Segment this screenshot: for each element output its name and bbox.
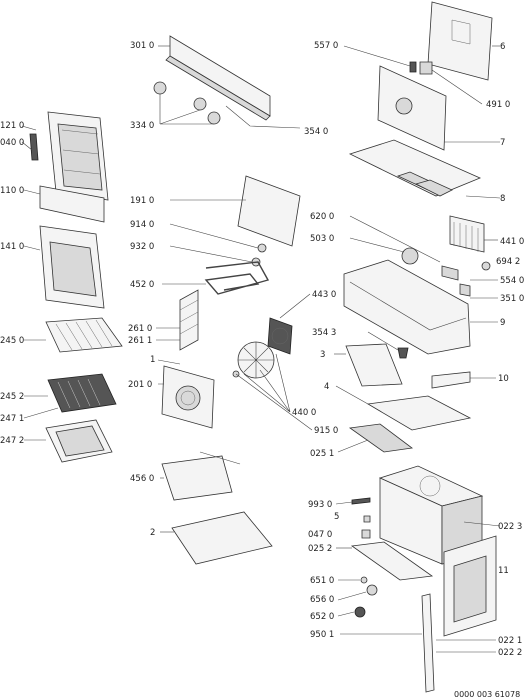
label-9: 9 <box>500 318 505 328</box>
footer-code: 0000 003 61078 <box>454 690 520 699</box>
label-2: 2 <box>150 528 155 538</box>
seal-strip <box>340 593 435 693</box>
door-frame <box>47 111 109 201</box>
part-491 <box>419 61 483 105</box>
rear-fan-cover <box>157 359 215 429</box>
label-8: 8 <box>500 194 505 204</box>
heater-element <box>162 261 270 295</box>
label-110-0: 110 0 <box>0 186 24 196</box>
label-656-0: 656 0 <box>310 595 334 605</box>
label-993-0: 993 0 <box>308 500 332 510</box>
fan-blade <box>232 341 275 379</box>
label-620-0: 620 0 <box>310 212 334 222</box>
inner-glass-panel <box>23 225 105 309</box>
grill-grate <box>23 373 117 419</box>
top-cover-8 <box>348 139 501 199</box>
label-7: 7 <box>500 138 505 148</box>
label-121-0: 121 0 <box>0 121 24 131</box>
label-022-2: 022 2 <box>498 648 522 658</box>
side-panel-6 <box>427 1 500 81</box>
rear-panel-glass <box>170 175 301 247</box>
label-443-0: 443 0 <box>312 290 336 300</box>
label-652-0: 652 0 <box>310 612 334 622</box>
heater-clips <box>169 223 267 267</box>
part-354-3 <box>367 331 409 359</box>
label-047-0: 047 0 <box>308 530 332 540</box>
lamp-parts <box>337 576 378 618</box>
label-022-1: 022 1 <box>498 636 522 646</box>
part-025-2 <box>336 541 434 581</box>
label-022-3: 022 3 <box>498 522 522 532</box>
label-491-0: 491 0 <box>486 100 510 110</box>
label-915-0: 915 0 <box>314 426 338 436</box>
part-503 <box>349 237 419 265</box>
label-354-0: 354 0 <box>304 127 328 137</box>
label-141-0: 141 0 <box>0 242 24 252</box>
label-5: 5 <box>334 512 339 522</box>
label-025-1: 025 1 <box>310 449 334 459</box>
label-503-0: 503 0 <box>310 234 334 244</box>
label-025-2: 025 2 <box>308 544 332 554</box>
side-rails <box>156 289 199 351</box>
knobs <box>153 81 301 129</box>
leader-915 <box>235 373 313 431</box>
label-440-0: 440 0 <box>292 408 316 418</box>
rear-housing-7 <box>377 65 500 151</box>
baking-tray <box>160 511 273 565</box>
part-620 <box>349 215 441 263</box>
front-frame-11 <box>443 535 497 637</box>
leader-443 <box>279 293 311 319</box>
bracket-3 <box>334 343 403 387</box>
label-3: 3 <box>320 350 325 360</box>
label-950-1: 950 1 <box>310 630 334 640</box>
label-456-0: 456 0 <box>130 474 154 484</box>
label-1: 1 <box>150 355 155 365</box>
label-6: 6 <box>500 42 505 52</box>
label-201-0: 201 0 <box>128 380 152 390</box>
door-strip <box>23 185 105 223</box>
label-452-0: 452 0 <box>130 280 154 290</box>
label-334-0: 334 0 <box>130 121 154 131</box>
cooling-fan <box>449 215 498 271</box>
grill-pan <box>160 451 241 501</box>
screw-993 <box>335 497 371 505</box>
control-panel <box>158 35 271 121</box>
label-247-2: 247 2 <box>0 436 24 446</box>
door-handle <box>21 125 39 161</box>
label-932-0: 932 0 <box>130 242 154 252</box>
label-354-3: 354 3 <box>312 328 336 338</box>
label-261-0: 261 0 <box>128 324 152 334</box>
label-247-1: 247 1 <box>0 414 24 424</box>
wire-rack <box>24 317 123 353</box>
drip-tray <box>24 419 113 463</box>
label-557-0: 557 0 <box>314 41 338 51</box>
label-245-0: 245 0 <box>0 336 24 346</box>
label-11: 11 <box>498 566 509 576</box>
label-554-0: 554 0 <box>500 276 524 286</box>
label-651-0: 651 0 <box>310 576 334 586</box>
label-441-0: 441 0 <box>500 237 524 247</box>
part-557 <box>343 45 417 73</box>
leader-440 <box>243 353 291 413</box>
part-5 <box>363 515 371 523</box>
base-tray-9 <box>343 259 498 355</box>
label-694-2: 694 2 <box>496 257 520 267</box>
label-245-2: 245 2 <box>0 392 24 402</box>
label-261-1: 261 1 <box>128 336 152 346</box>
label-4: 4 <box>324 382 329 392</box>
strip-10 <box>431 371 496 389</box>
label-191-0: 191 0 <box>130 196 154 206</box>
fan-motor <box>267 317 293 355</box>
label-040-0: 040 0 <box>0 138 24 148</box>
part-047 <box>361 529 371 539</box>
label-914-0: 914 0 <box>130 220 154 230</box>
label-351-0: 351 0 <box>500 294 524 304</box>
strip-025-1 <box>337 423 414 453</box>
label-10: 10 <box>498 374 509 384</box>
label-301-0: 301 0 <box>130 41 154 51</box>
floor-plate-4 <box>335 385 472 431</box>
